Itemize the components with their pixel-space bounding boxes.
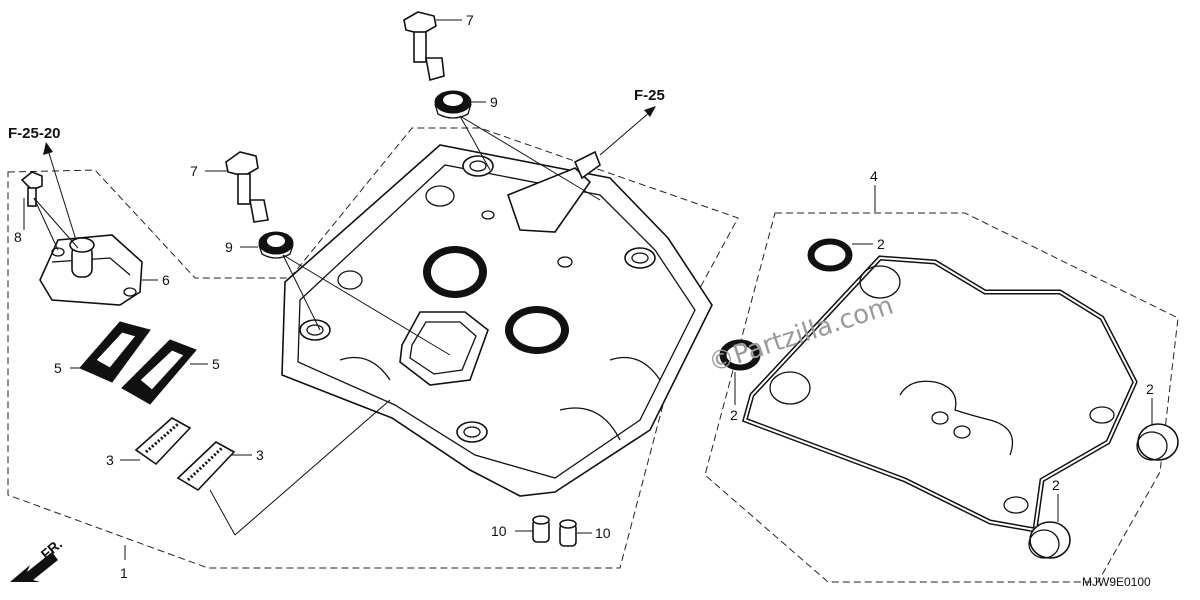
- cylinder-head-cover: [281, 144, 713, 497]
- plug-seal-left: [719, 339, 761, 371]
- callout-9-left: 9: [225, 239, 233, 255]
- callout-3-left: 3: [106, 452, 114, 468]
- reed-gasket-left: [79, 321, 151, 383]
- leader-lines: [23, 19, 1153, 560]
- callout-5-left: 5: [54, 360, 62, 376]
- grommet-upper: [434, 90, 472, 119]
- front-arrow-icon: [10, 552, 58, 582]
- reed-valve-cover: [39, 234, 143, 306]
- grommet-left: [258, 231, 294, 259]
- callout-9-top: 9: [490, 94, 498, 110]
- callout-3-right: 3: [256, 447, 264, 463]
- ref-f25-20: F-25-20: [8, 125, 61, 142]
- plug-seal-right: [1136, 423, 1179, 461]
- callout-1: 1: [120, 565, 128, 581]
- gasket-set-boundary: [704, 212, 1179, 583]
- cover-assembly-boundary: [7, 127, 739, 569]
- plug-seal-bottom: [1028, 521, 1071, 559]
- plug-seal-inner-upper: [859, 265, 901, 299]
- drawing-code: MJW9E0100: [1082, 575, 1151, 589]
- head-cover-gasket: [741, 255, 1138, 533]
- callout-7-top: 7: [466, 12, 474, 28]
- plug-seal-inner-lower: [769, 371, 811, 405]
- callout-5-right: 5: [212, 356, 220, 372]
- callout-10-left: 10: [491, 523, 507, 539]
- bolt-left: [225, 151, 269, 223]
- callout-2-left: 2: [730, 407, 738, 423]
- front-label: FR.: [38, 536, 66, 563]
- callout-4: 4: [870, 168, 878, 184]
- plug-seal-top: [807, 238, 853, 272]
- collar-right: [559, 519, 577, 547]
- callout-2-bottom: 2: [1052, 477, 1060, 493]
- reed-valve-right: [176, 441, 236, 492]
- callout-7-left: 7: [190, 163, 198, 179]
- bolt-small-8: [20, 171, 43, 207]
- watermark: ©Partzilla.com: [705, 291, 897, 379]
- callout-6: 6: [162, 272, 170, 288]
- collar-left: [532, 515, 550, 543]
- callout-2-right: 2: [1146, 381, 1154, 397]
- reed-valve-left: [134, 417, 192, 466]
- callout-10-right: 10: [595, 525, 611, 541]
- bolt-upper: [403, 11, 445, 82]
- callout-8: 8: [14, 229, 22, 245]
- callout-2-top: 2: [877, 236, 885, 252]
- ref-f25: F-25: [634, 87, 665, 104]
- reed-gasket-right: [121, 339, 197, 405]
